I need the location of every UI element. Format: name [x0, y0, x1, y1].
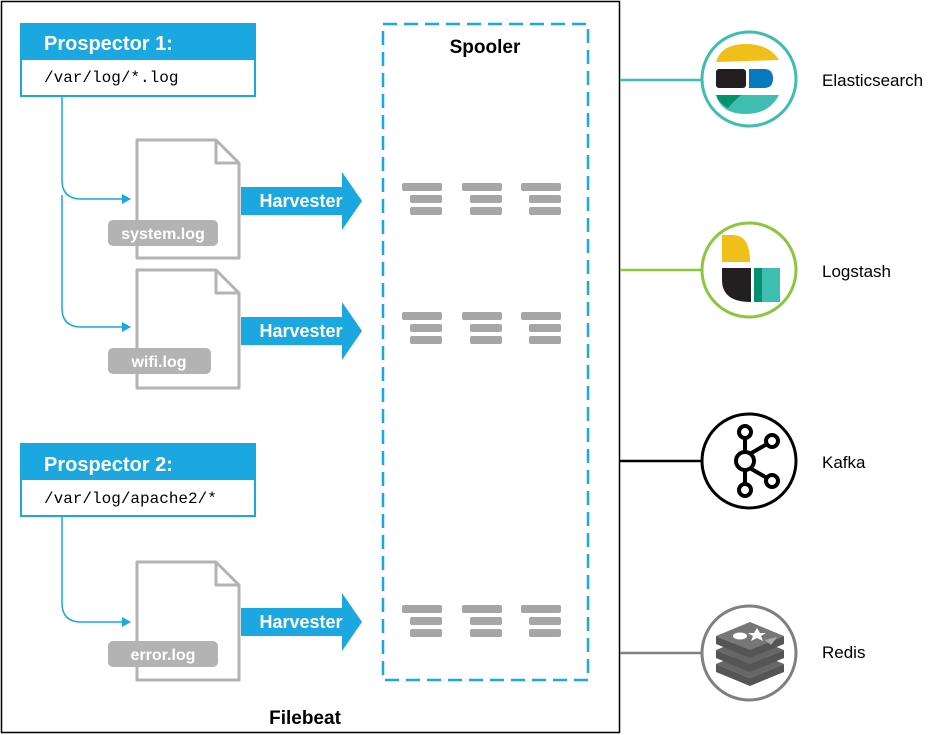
queue-icon [402, 605, 442, 613]
queue-icon [462, 183, 502, 191]
spooler-queue-group-2 [402, 312, 561, 344]
prospector-2: Prospector 2: /var/log/apache2/* [20, 443, 256, 517]
output-label: Logstash [822, 262, 891, 281]
harvester-label: Harvester [259, 321, 342, 341]
queue-icon [521, 183, 561, 191]
queue-icon [521, 312, 561, 320]
harvester-arrow-3: Harvester [241, 593, 362, 651]
harvester-arrow-2: Harvester [241, 302, 362, 360]
elasticsearch-icon [716, 44, 779, 114]
queue-icon [402, 312, 442, 320]
spooler-queue-group-3 [402, 605, 561, 637]
queue-icon [521, 605, 561, 613]
output-label: Redis [822, 643, 865, 662]
file-error-log: error.log [108, 560, 241, 682]
file-system-log: system.log [108, 138, 241, 260]
spooler-queue-group-1 [402, 183, 561, 215]
queue-icon [462, 312, 502, 320]
queue-icon [462, 605, 502, 613]
connector-arrow [61, 96, 131, 204]
spooler-label: Spooler [450, 37, 521, 58]
file-name-label: wifi.log [130, 354, 186, 371]
output-elasticsearch: Elasticsearch [700, 30, 923, 128]
output-logstash: Logstash [700, 221, 891, 319]
harvester-arrow-1: Harvester [241, 172, 362, 230]
queue-icon [402, 183, 442, 191]
output-kafka: Kafka [700, 412, 866, 510]
output-label: Elasticsearch [822, 71, 923, 90]
harvester-label: Harvester [259, 191, 342, 211]
prospector-2-title: Prospector 2: [44, 454, 173, 476]
file-name-label: system.log [121, 226, 205, 243]
filebeat-label: Filebeat [269, 708, 341, 729]
file-wifi-log: wifi.log [108, 268, 241, 390]
output-redis: Redis [700, 604, 865, 702]
redis-icon [716, 622, 784, 686]
output-label: Kafka [822, 453, 866, 472]
prospector-2-path: /var/log/apache2/* [44, 490, 217, 508]
file-name-label: error.log [131, 647, 196, 664]
prospector-1-title: Prospector 1: [44, 33, 173, 55]
connector-arrow [61, 516, 131, 627]
logstash-icon [722, 235, 780, 302]
prospector-1-path: /var/log/*.log [44, 69, 178, 87]
spooler-container [381, 22, 590, 682]
harvester-label: Harvester [259, 612, 342, 632]
prospector-1: Prospector 1: /var/log/*.log [20, 23, 256, 97]
kafka-icon [734, 424, 780, 498]
connector-arrow [61, 195, 131, 332]
